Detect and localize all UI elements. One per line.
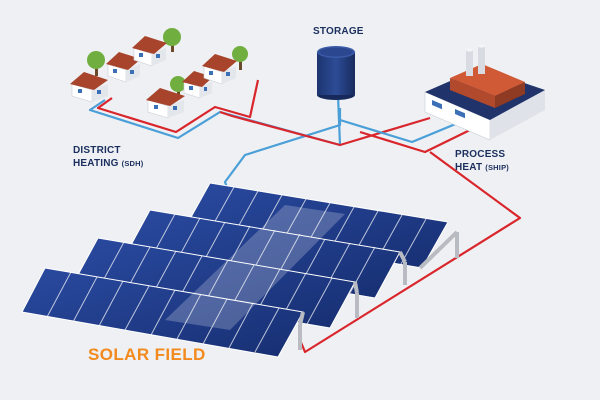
field-hot-pipe [219, 110, 431, 147]
solar-loop-hot-pipe [298, 151, 522, 354]
district-label-suffix: (SDH) [121, 159, 144, 168]
houses-icon [70, 28, 248, 119]
process-label-heat: HEAT [455, 162, 483, 173]
district-label-line1: DISTRICT [73, 145, 121, 156]
tree-icon [87, 51, 105, 76]
pipe-network [88, 79, 522, 354]
district-label-heating: HEATING [73, 158, 119, 169]
process-label-line2: HEAT (SHIP) [455, 161, 509, 174]
storage-label-text: STORAGE [313, 26, 364, 37]
solar-field-label: SOLAR FIELD [88, 345, 206, 364]
district-heating-label: DISTRICT HEATING (SDH) [73, 144, 144, 170]
tree-icon [163, 28, 181, 52]
district-cold-pipe [88, 94, 342, 147]
sunlight-reflection [165, 205, 345, 330]
tree-icon [232, 46, 248, 70]
solar-panel-row [21, 267, 305, 358]
storage-label: STORAGE [313, 25, 364, 38]
factory-icon [424, 44, 545, 141]
solar-panel-icon [72, 237, 356, 329]
solar-panel-row [184, 182, 459, 270]
district-label-line2: HEATING (SDH) [73, 157, 144, 170]
house [106, 52, 141, 83]
solar-panel-row [72, 237, 359, 329]
solar-panel-row [124, 209, 407, 299]
process-heat-label: PROCESS HEAT (SHIP) [455, 148, 509, 174]
storage-tank-icon [317, 46, 355, 100]
solar-field-label-text: SOLAR FIELD [88, 345, 206, 364]
house [132, 36, 167, 67]
process-label-line1: PROCESS [455, 149, 506, 160]
tree-icon [170, 76, 186, 98]
process-hot-pipe [359, 129, 471, 154]
field-cold-pipe [223, 108, 342, 191]
district-hot-pipe [96, 79, 260, 134]
house [202, 54, 237, 85]
process-cold-pipe [339, 116, 471, 144]
process-label-suffix: (SHIP) [485, 163, 509, 172]
house [70, 72, 108, 103]
house [146, 88, 185, 119]
solar-field [21, 182, 459, 358]
